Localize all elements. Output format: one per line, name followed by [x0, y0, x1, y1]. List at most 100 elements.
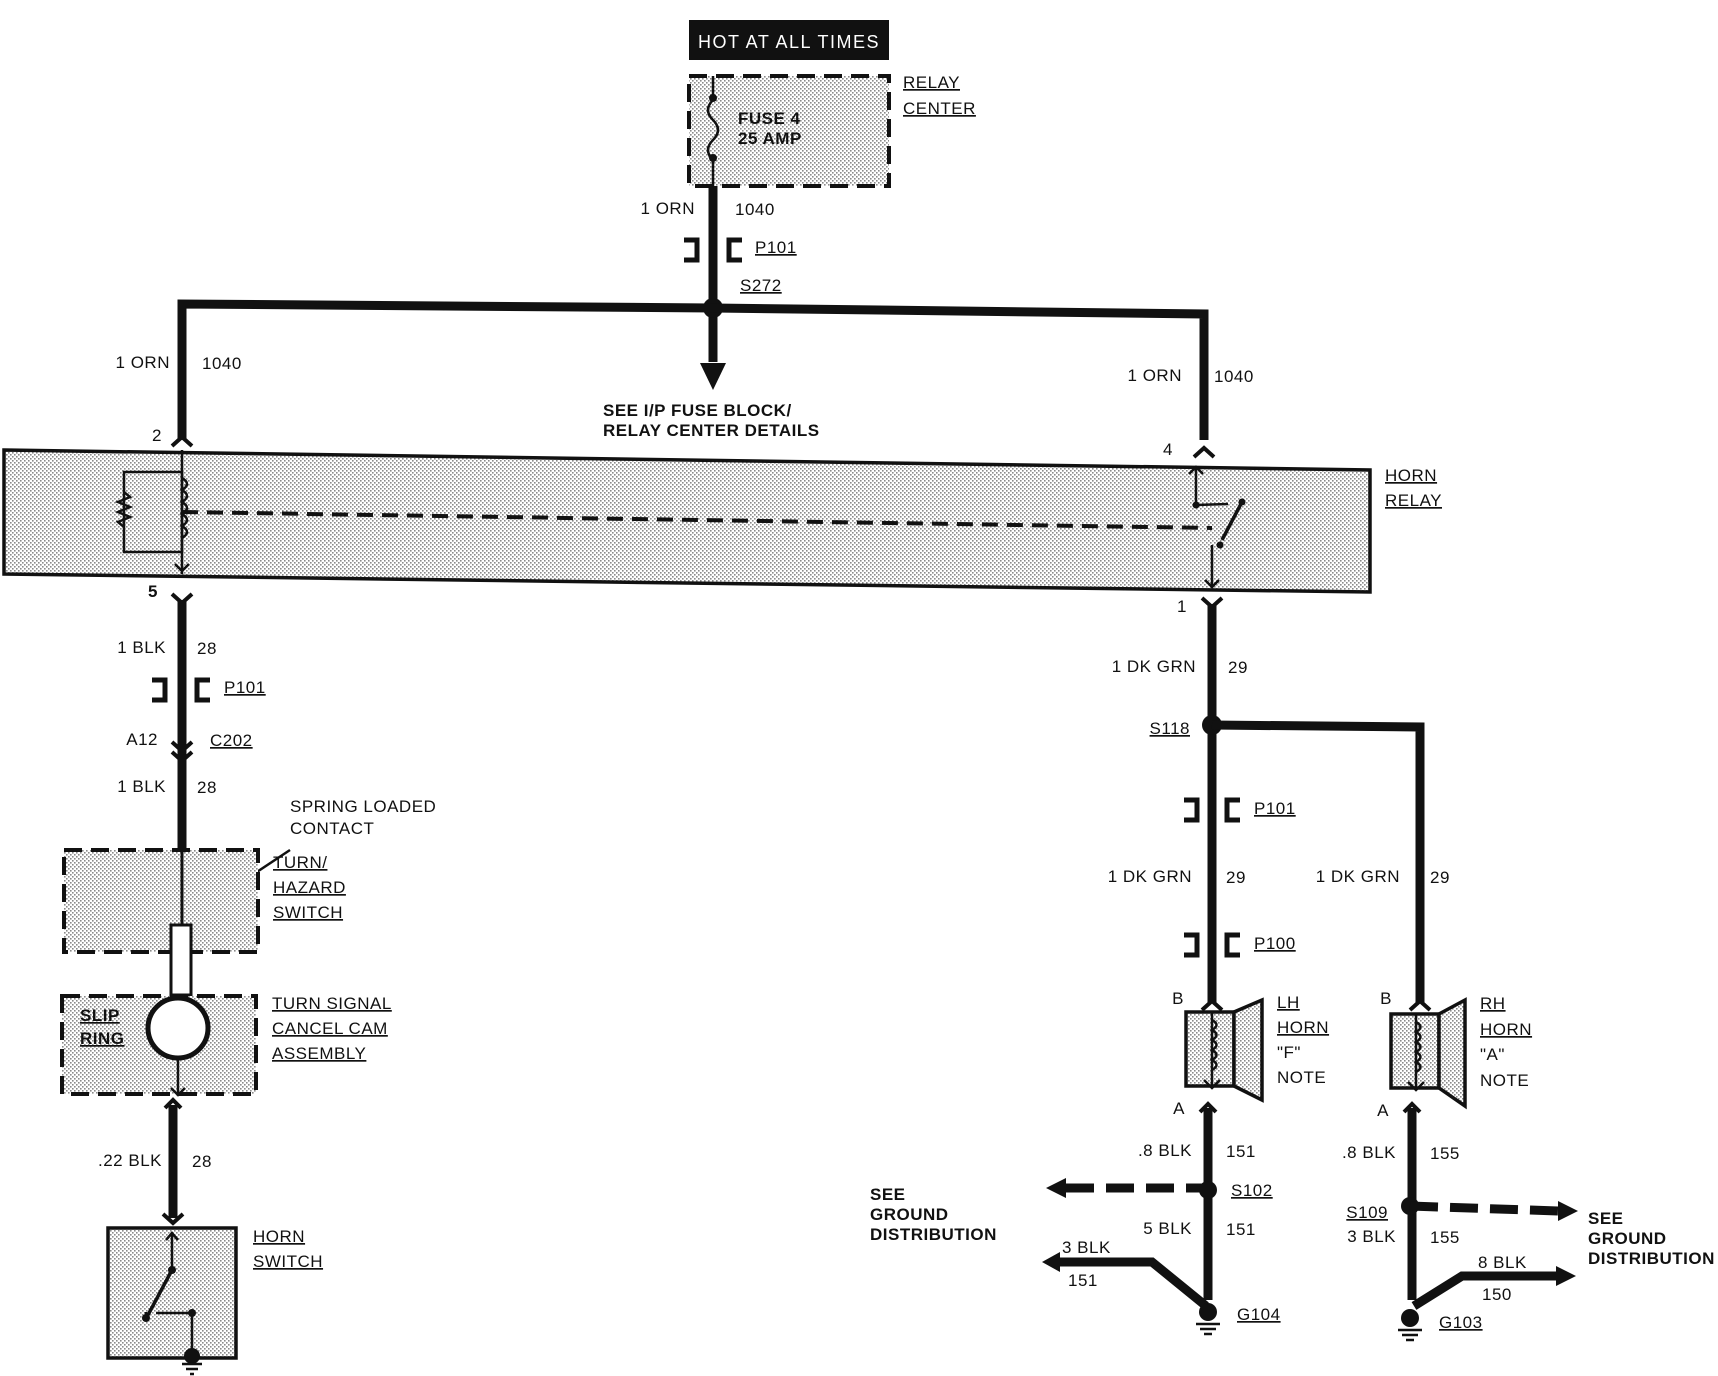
lh-3-blk-circuit: 151: [1068, 1271, 1098, 1290]
rh-8-blk-label: 8 BLK: [1478, 1253, 1527, 1272]
spring-loaded-label-2: CONTACT: [290, 819, 374, 838]
rh-horn-note-2: NOTE: [1480, 1071, 1529, 1090]
see-ground-right: SEE: [1588, 1209, 1624, 1228]
horn-switch-contact: [146, 1269, 174, 1316]
lh-ground-circuit-label-2: 151: [1226, 1220, 1256, 1239]
horn-relay-label-2: RELAY: [1385, 491, 1442, 510]
left-feed-circuit: 1040: [202, 354, 242, 373]
pin-4: 4: [1163, 440, 1173, 459]
turn-hazard-switch: [62, 848, 260, 954]
rh-horn-feed-wire: [1211, 720, 1425, 1003]
s109-label: S109: [1346, 1203, 1388, 1222]
rh-horn-label: RH: [1480, 994, 1506, 1013]
fuse-label: FUSE 4: [738, 109, 801, 128]
lh-3-blk-label: 3 BLK: [1062, 1238, 1111, 1257]
lh-ground-wire-label-2: 5 BLK: [1143, 1219, 1192, 1238]
lh-ground-wire-label: .8 BLK: [1138, 1141, 1192, 1160]
lh-horn-label-2: HORN: [1277, 1018, 1329, 1037]
slip-ring-assembly: SLIP RING: [60, 994, 258, 1097]
rh-ground-wire-label: .8 BLK: [1342, 1143, 1396, 1162]
fuse-rating: 25 AMP: [738, 129, 802, 148]
rh-pin-a: A: [1377, 1101, 1389, 1120]
feed-circuit-label: 1040: [735, 200, 775, 219]
rh-horn-note: "A": [1480, 1045, 1505, 1064]
svg-text:HOT AT ALL TIMES: HOT AT ALL TIMES: [698, 32, 880, 52]
lh-circuit-label: 29: [1226, 868, 1246, 887]
lh-horn-note: "F": [1277, 1043, 1301, 1062]
see-ground-left-3: DISTRIBUTION: [870, 1225, 997, 1244]
g103-ground-icon: [1398, 1309, 1422, 1342]
s102-label: S102: [1231, 1181, 1273, 1200]
pin-a12: A12: [126, 730, 158, 749]
lh-151-wire: [1060, 1257, 1209, 1310]
rh-circuit-label: 29: [1430, 868, 1450, 887]
g104-label: G104: [1237, 1305, 1281, 1324]
lh-wire-label: 1 DK GRN: [1108, 867, 1192, 886]
feed-wire-label: 1 ORN: [641, 199, 695, 218]
relay-coil: [179, 476, 189, 540]
horn-switch-label-2: SWITCH: [253, 1252, 323, 1271]
relay-resistor: [114, 491, 134, 528]
rh-pin-b: B: [1380, 989, 1392, 1008]
c202-label: C202: [210, 731, 253, 750]
blk-wire-label: 1 BLK: [117, 638, 166, 657]
s109-ground-link: [1409, 1201, 1559, 1216]
relay-center-label-2: CENTER: [903, 99, 976, 118]
cancel-cam-label-2: CANCEL CAM: [272, 1019, 388, 1038]
s272-label: S272: [740, 276, 782, 295]
rh-8-blk-circuit: 150: [1482, 1285, 1512, 1304]
blk-circuit-label: 28: [197, 639, 217, 658]
horn-relay: [2, 448, 1372, 594]
see-details-text: SEE I/P FUSE BLOCK/: [603, 401, 792, 420]
relay-armature-link: [181, 510, 1213, 530]
rh-horn: [1389, 997, 1467, 1110]
blk-wire-label-2: 1 BLK: [117, 777, 166, 796]
rh-150-wire: [1411, 1271, 1556, 1310]
slip-ring-label: SLIP: [80, 1006, 120, 1025]
dk-grn-wire-label: 1 DK GRN: [1112, 657, 1196, 676]
left-feed-wire: 1 ORN: [116, 353, 170, 372]
horn-relay-label: HORN: [1385, 466, 1437, 485]
blk-22-wire-label: .22 BLK: [98, 1151, 162, 1170]
spring-loaded-label: SPRING LOADED: [290, 797, 436, 816]
slip-ring: [145, 995, 211, 1061]
lh-pin-b: B: [1172, 989, 1184, 1008]
rh-ground-wire-label-2: 3 BLK: [1347, 1227, 1396, 1246]
relay-contact: [1220, 501, 1244, 541]
dk-grn-circuit-label: 29: [1228, 658, 1248, 677]
pin-2: 2: [152, 426, 162, 445]
rh-horn-label-2: HORN: [1480, 1020, 1532, 1039]
see-ground-right-2: GROUND: [1588, 1229, 1667, 1248]
relay-center-label: RELAY: [903, 73, 960, 92]
turn-hazard-label-2: HAZARD: [273, 878, 346, 897]
horn-switch: [106, 1226, 238, 1376]
p101-label: P101: [755, 238, 797, 257]
lh-horn-label: LH: [1277, 993, 1300, 1012]
rh-ground-circuit-label: 155: [1430, 1144, 1460, 1163]
right-feed-circuit: 1040: [1214, 367, 1254, 386]
p101-left-label: P101: [224, 678, 266, 697]
lh-horn-note-2: NOTE: [1277, 1068, 1326, 1087]
see-ground-right-3: DISTRIBUTION: [1588, 1249, 1715, 1268]
see-ground-left-2: GROUND: [870, 1205, 949, 1224]
horn-switch-label: HORN: [253, 1227, 305, 1246]
lh-pin-a: A: [1173, 1099, 1185, 1118]
pin-5: 5: [148, 582, 158, 601]
lh-ground-circuit-label: 151: [1226, 1142, 1256, 1161]
blk-22-circuit-label: 28: [192, 1152, 212, 1171]
slip-ring-label-2: RING: [80, 1029, 125, 1048]
cancel-cam-label-3: ASSEMBLY: [272, 1044, 366, 1063]
see-ground-left: SEE: [870, 1185, 906, 1204]
s102-splice: [1199, 1181, 1217, 1199]
p100-label: P100: [1254, 934, 1296, 953]
pin-1: 1: [1177, 597, 1187, 616]
blk-circuit-label-2: 28: [197, 778, 217, 797]
right-feed-wire: 1 ORN: [1128, 366, 1182, 385]
rh-wire-label: 1 DK GRN: [1316, 867, 1400, 886]
see-details-arrow: [700, 363, 726, 390]
turn-hazard-label-3: SWITCH: [273, 903, 343, 922]
turn-hazard-label: TURN/: [273, 853, 327, 872]
rh-ground-circuit-label-2: 155: [1430, 1228, 1460, 1247]
cancel-cam-label: TURN SIGNAL: [272, 994, 392, 1013]
cancel-cam-shaft: [169, 923, 193, 997]
